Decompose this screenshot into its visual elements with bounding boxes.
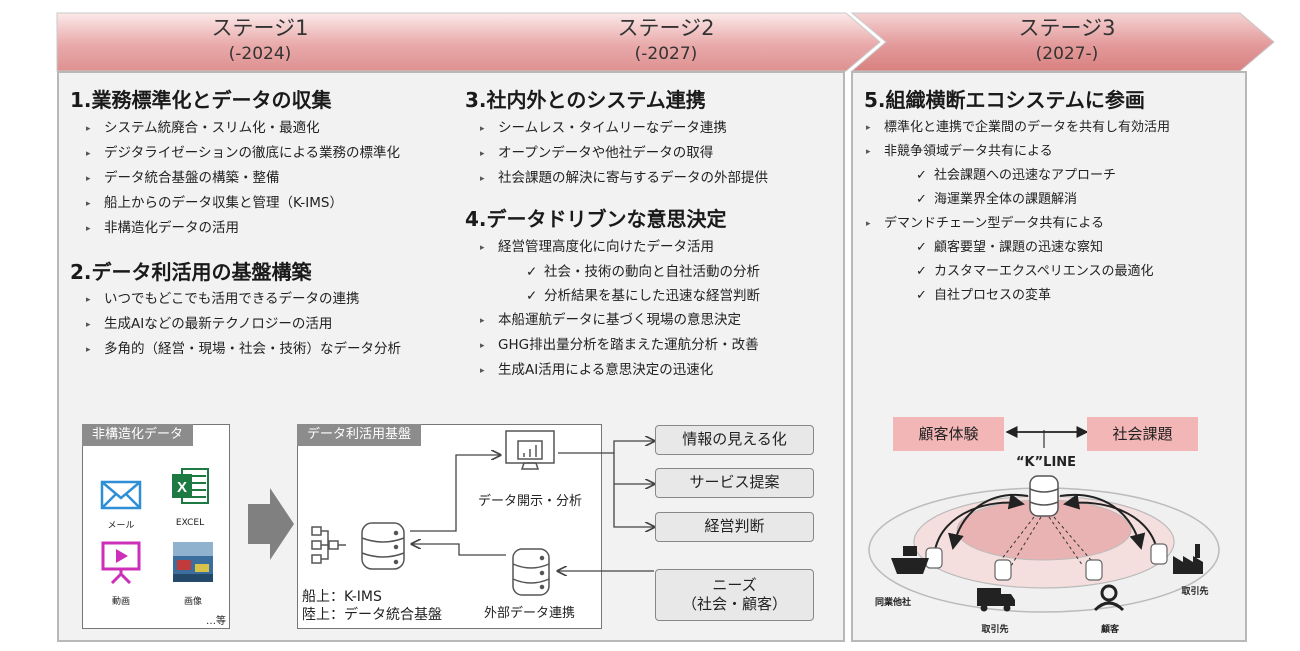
output-service-proposal: サービス提案 bbox=[655, 468, 814, 498]
kline-database-icon bbox=[1029, 475, 1059, 517]
check-item: 海運業界全体の課題解消 bbox=[866, 188, 1170, 212]
list-item: 非競争領域データ共有による bbox=[866, 140, 1170, 164]
partner-db-icon bbox=[994, 559, 1012, 581]
stage-3-period: (2027-) bbox=[1035, 44, 1099, 64]
unstructured-data-label: 非構造化データ bbox=[82, 424, 194, 446]
section-3-title: 3.社内外とのシステム連携 bbox=[465, 88, 706, 112]
platform-diagram bbox=[311, 430, 816, 596]
section-5-title: 5.組織横断エコシステムに参画 bbox=[864, 88, 1145, 112]
section-4-title: 4.データドリブンな意思決定 bbox=[465, 207, 727, 231]
customer-db-icon bbox=[1085, 559, 1103, 581]
list-item: デジタライゼーションの徹底による業務の標準化 bbox=[86, 141, 400, 166]
section-1-list: システム統廃合・スリム化・最適化 デジタライゼーションの徹底による業務の標準化 … bbox=[86, 116, 400, 241]
excel-icon: X bbox=[172, 468, 209, 504]
list-item: 社会課題の解決に寄与するデータの外部提供 bbox=[480, 166, 768, 191]
etc-label: …等 bbox=[206, 616, 226, 627]
check-item: 自社プロセスの変革 bbox=[866, 284, 1170, 308]
check-item: 社会課題への迅速なアプローチ bbox=[866, 164, 1170, 188]
needs-line-2: （社会・顧客） bbox=[681, 595, 787, 613]
big-arrow-icon bbox=[248, 488, 294, 560]
image-icon bbox=[173, 542, 213, 582]
check-item: カスタマーエクスペリエンスの最適化 bbox=[866, 260, 1170, 284]
onboard-label: 船上：K-IMS bbox=[302, 589, 382, 605]
list-item: シームレス・タイムリーなデータ連携 bbox=[480, 116, 768, 141]
list-item: データ統合基盤の構築・整備 bbox=[86, 166, 400, 191]
section-2-list: いつでもどこでも活用できるデータの連携 生成AIなどの最新テクノロジーの活用 多… bbox=[86, 287, 401, 362]
stage-1-period: (-2024) bbox=[228, 44, 292, 64]
stage-1-2-arrow bbox=[56, 12, 881, 72]
truck-icon bbox=[977, 588, 1015, 612]
check-item: 顧客要望・課題の迅速な察知 bbox=[866, 236, 1170, 260]
needs-box: ニーズ （社会・顧客） bbox=[655, 569, 814, 621]
section-3-list: シームレス・タイムリーなデータ連携 オープンデータや他社データの取得 社会課題の… bbox=[480, 116, 768, 191]
check-item: 社会・技術の動向と自社活動の分析 bbox=[480, 260, 760, 284]
list-item: GHG排出量分析を踏まえた運航分析・改善 bbox=[480, 333, 760, 358]
factory-icon bbox=[1173, 544, 1203, 574]
mail-icon bbox=[100, 480, 142, 510]
partner-bottom-label: 取引先 bbox=[981, 625, 1009, 635]
needs-line-1: ニーズ bbox=[712, 576, 757, 594]
customer-icon bbox=[1093, 584, 1125, 612]
image-label: 画像 bbox=[183, 597, 202, 607]
output-management-decision: 経営判断 bbox=[655, 512, 814, 542]
external-database-icon bbox=[512, 548, 550, 596]
list-item: 生成AI活用による意思決定の迅速化 bbox=[480, 358, 760, 383]
video-icon bbox=[101, 541, 141, 584]
output-visualization: 情報の見える化 bbox=[655, 425, 814, 455]
list-item: 経営管理高度化に向けたデータ活用 bbox=[480, 235, 760, 260]
customer-experience-box: 顧客体験 bbox=[893, 417, 1004, 451]
ecosystem-diagram bbox=[868, 426, 1220, 613]
section-2-title: 2.データ利活用の基盤構築 bbox=[70, 260, 312, 284]
stage-1-title: ステージ1 bbox=[211, 16, 309, 40]
excel-glyph: X bbox=[177, 479, 187, 496]
monitor-chart-icon bbox=[505, 430, 555, 470]
mail-label: メール bbox=[107, 521, 135, 531]
list-item: 標準化と連携で企業間のデータを共有し有効活用 bbox=[866, 116, 1170, 140]
stage-3-title: ステージ3 bbox=[1018, 16, 1116, 40]
stage-2-period: (-2027) bbox=[634, 44, 698, 64]
stage-2-title: ステージ2 bbox=[617, 16, 715, 40]
database-icon bbox=[361, 522, 405, 570]
kline-label: “K”LINE bbox=[1016, 455, 1077, 470]
external-label: 外部データ連携 bbox=[484, 606, 576, 621]
customer-label: 顧客 bbox=[1100, 625, 1119, 635]
list-item: 多角的（経営・現場・社会・技術）なデータ分析 bbox=[86, 337, 401, 362]
peer-label: 同業他社 bbox=[874, 598, 911, 608]
list-item: オープンデータや他社データの取得 bbox=[480, 141, 768, 166]
section-4-list: 経営管理高度化に向けたデータ活用 社会・技術の動向と自社活動の分析 分析結果を基… bbox=[480, 235, 760, 383]
list-item: いつでもどこでも活用できるデータの連携 bbox=[86, 287, 401, 312]
data-platform-label: データ利活用基盤 bbox=[297, 424, 422, 446]
hierarchy-icon bbox=[311, 526, 346, 564]
land-label: 陸上：データ統合基盤 bbox=[302, 607, 442, 623]
list-item: 生成AIなどの最新テクノロジーの活用 bbox=[86, 312, 401, 337]
stage-header-bands bbox=[56, 12, 1275, 72]
video-label: 動画 bbox=[111, 597, 130, 607]
check-item: 分析結果を基にした迅速な経営判断 bbox=[480, 284, 760, 308]
list-item: 船上からのデータ収集と管理（K-IMS） bbox=[86, 191, 400, 216]
analysis-label: データ開示・分析 bbox=[478, 494, 583, 509]
list-item: デマンドチェーン型データ共有による bbox=[866, 212, 1170, 236]
list-item: 本船運航データに基づく現場の意思決定 bbox=[480, 308, 760, 333]
list-item: システム統廃合・スリム化・最適化 bbox=[86, 116, 400, 141]
unstructured-data-box: 非構造化データ bbox=[82, 424, 230, 629]
list-item: 非構造化データの活用 bbox=[86, 216, 400, 241]
excel-label: EXCEL bbox=[175, 518, 205, 528]
partner-right-db-icon bbox=[1150, 543, 1168, 565]
ship-icon bbox=[891, 546, 929, 574]
partner-right-label: 取引先 bbox=[1181, 587, 1209, 597]
section-1-title: 1.業務標準化とデータの収集 bbox=[70, 88, 332, 112]
section-5-list: 標準化と連携で企業間のデータを共有し有効活用 非競争領域データ共有による 社会課… bbox=[866, 116, 1170, 308]
social-issue-box: 社会課題 bbox=[1087, 417, 1198, 451]
